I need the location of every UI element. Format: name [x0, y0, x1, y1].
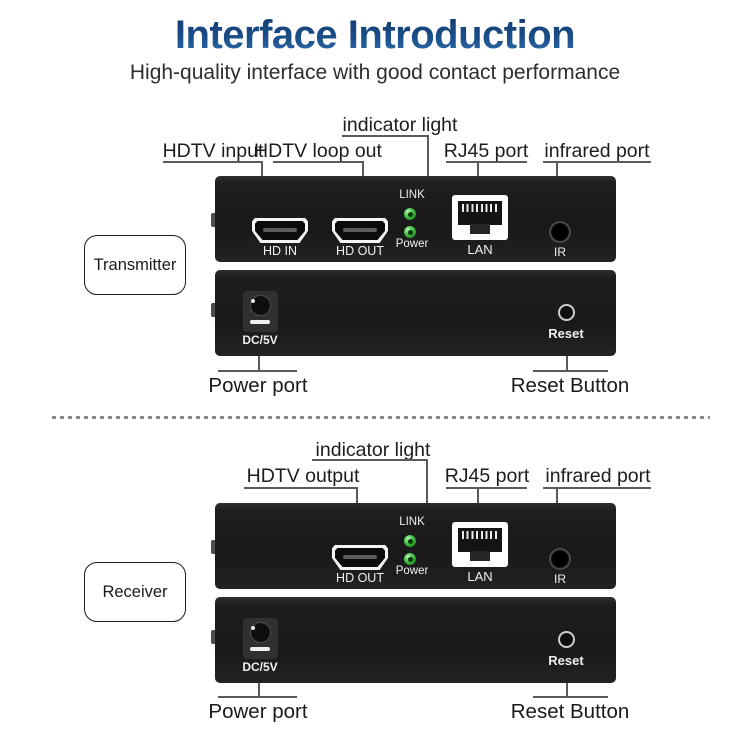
- leader-line: [477, 161, 479, 176]
- dc-barrel: [250, 622, 271, 643]
- hdmi-slot: [343, 555, 377, 559]
- hdmi-in-port: [252, 218, 308, 243]
- leader-line: [258, 356, 260, 371]
- leader-line: [342, 135, 429, 137]
- callout-indicator-light-tx: indicator light: [342, 114, 458, 136]
- page-subtitle: High-quality interface with good contact…: [129, 61, 621, 84]
- receiver-label-box: Receiver: [84, 562, 186, 622]
- callout-reset-button-tx: Reset Button: [510, 374, 630, 397]
- lan-label: LAN: [467, 242, 493, 257]
- hdmi-slot: [343, 228, 377, 232]
- leader-line: [362, 161, 364, 176]
- rj45-clip-slot: [470, 224, 490, 234]
- ir-label: IR: [554, 572, 566, 586]
- hd-out-label: HD OUT: [336, 571, 384, 585]
- leader-line: [261, 161, 263, 176]
- leader-line: [446, 161, 527, 163]
- receiver-front-panel: HD OUT LINK Power LAN IR: [211, 503, 616, 589]
- dc-pin: [251, 626, 255, 630]
- leader-line: [356, 487, 358, 503]
- ir-jack-icon: [549, 221, 571, 243]
- reset-hole-icon: [558, 631, 575, 648]
- power-led-icon: [404, 226, 416, 238]
- leader-line: [218, 370, 297, 372]
- reset-hole-icon: [558, 304, 575, 321]
- hd-in-label: HD IN: [262, 244, 298, 258]
- leader-line: [218, 696, 297, 698]
- dc-mark: [250, 647, 270, 651]
- hdmi-out-port: [332, 545, 388, 570]
- callout-power-port-tx: Power port: [208, 374, 308, 397]
- callout-hdtv-output: HDTV output: [246, 465, 360, 487]
- dc-barrel: [250, 295, 271, 316]
- leader-line: [566, 356, 568, 371]
- leader-line: [258, 683, 260, 697]
- mounting-tab: [211, 630, 215, 644]
- dc-power-jack-icon: [243, 618, 278, 659]
- rj45-lan-port: [452, 522, 508, 567]
- lan-label: LAN: [467, 569, 493, 584]
- leader-line: [556, 487, 558, 503]
- mounting-tab: [211, 213, 215, 227]
- transmitter-rear-panel: DC/5V Reset: [211, 270, 616, 356]
- rj45-lan-port: [452, 195, 508, 240]
- leader-line: [556, 161, 558, 176]
- power-label: Power: [395, 565, 429, 577]
- hdmi-slot: [263, 228, 297, 232]
- leader-line: [533, 696, 608, 698]
- rj45-pins: [462, 204, 499, 212]
- leader-line: [273, 161, 364, 163]
- callout-rj45-port-tx: RJ45 port: [443, 140, 529, 162]
- leader-line: [543, 487, 651, 489]
- rj45-pins: [462, 531, 499, 539]
- reset-label: Reset: [548, 326, 584, 341]
- dc5v-label: DC/5V: [242, 333, 278, 347]
- callout-hdtv-input: HDTV input: [162, 140, 264, 162]
- leader-line: [477, 487, 479, 503]
- ir-jack-icon: [549, 548, 571, 570]
- page-title: Interface Introduction: [0, 13, 750, 58]
- leader-line: [446, 487, 527, 489]
- leader-line: [312, 459, 428, 461]
- leader-line: [543, 161, 651, 163]
- callout-infrared-port-tx: infrared port: [544, 140, 650, 162]
- leader-line: [244, 487, 358, 489]
- transmitter-front-panel: HD IN HD OUT LINK Power LAN IR: [211, 176, 616, 262]
- mounting-tab: [211, 303, 215, 317]
- leader-line: [163, 161, 263, 163]
- callout-infrared-port-rx: infrared port: [545, 465, 651, 487]
- callout-power-port-rx: Power port: [208, 700, 308, 723]
- link-led-icon: [404, 535, 416, 547]
- callout-reset-button-rx: Reset Button: [510, 700, 630, 723]
- ir-label: IR: [554, 245, 566, 259]
- power-led-icon: [404, 553, 416, 565]
- callout-indicator-light-rx: indicator light: [315, 439, 431, 461]
- hd-out-label: HD OUT: [336, 244, 384, 258]
- hdmi-loop-out-port: [332, 218, 388, 243]
- section-divider: [52, 416, 710, 419]
- leader-line: [427, 135, 429, 176]
- dc-pin: [251, 299, 255, 303]
- reset-label: Reset: [548, 653, 584, 668]
- mounting-tab: [211, 540, 215, 554]
- receiver-rear-panel: DC/5V Reset: [211, 597, 616, 683]
- callout-hdtv-loop-out: HDTV loop out: [254, 140, 382, 162]
- rj45-clip-slot: [470, 551, 490, 561]
- leader-line: [566, 683, 568, 697]
- callout-rj45-port-rx: RJ45 port: [444, 465, 530, 487]
- transmitter-label-box: Transmitter: [84, 235, 186, 295]
- leader-line: [426, 459, 428, 503]
- transmitter-label: Transmitter: [93, 255, 177, 274]
- link-led-icon: [404, 208, 416, 220]
- dc-mark: [250, 320, 270, 324]
- power-label: Power: [395, 238, 429, 250]
- link-label: LINK: [399, 189, 425, 201]
- leader-line: [533, 370, 608, 372]
- link-label: LINK: [399, 516, 425, 528]
- dc5v-label: DC/5V: [242, 660, 278, 674]
- dc-power-jack-icon: [243, 291, 278, 332]
- receiver-label: Receiver: [102, 582, 168, 601]
